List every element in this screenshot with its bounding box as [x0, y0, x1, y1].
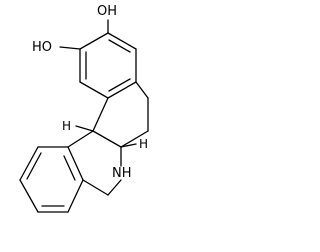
oh-top-label: OH	[97, 4, 117, 19]
bond-nh-ring	[107, 179, 122, 196]
bond-h-lower	[120, 143, 137, 148]
h-stereo-upper-label: H	[62, 119, 71, 133]
nh-label: NH	[112, 166, 132, 181]
bond-ring-a-4	[79, 81, 109, 99]
molecule-canvas: OH HO H H	[19, 4, 149, 213]
bond-ring-c-4	[19, 179, 39, 213]
bond-ring-a-1	[107, 32, 137, 50]
structure-diagram: OH HO H H	[19, 4, 149, 213]
bond-ring-a-6	[79, 32, 109, 50]
bond-h-upper	[75, 125, 94, 132]
benzene-ring	[19, 130, 94, 213]
bond-ring-a-3	[107, 81, 137, 99]
bond-ring-c-6	[67, 179, 84, 213]
bond-ho-left	[59, 46, 81, 50]
bond-ring-c-1	[67, 130, 94, 148]
bond-middle-5	[92, 97, 109, 132]
bond-ring-a-double-2	[108, 78, 131, 92]
h-stereo-lower-label: H	[139, 137, 148, 151]
ho-left-label: HO	[32, 40, 52, 55]
bond-ring-c-double-1	[26, 152, 42, 180]
bond-ring-c-double-3	[63, 155, 76, 181]
bond-middle-4	[92, 130, 122, 148]
bond-ch2-n	[82, 179, 109, 196]
bond-ring-c-3	[19, 146, 39, 181]
catechol-ring	[79, 32, 137, 99]
bond-ring-a-double-1	[108, 39, 131, 53]
bond-middle-1	[135, 81, 149, 99]
bond-middle-3	[120, 130, 149, 148]
bond-ring-c-7	[67, 146, 84, 181]
middle-ring	[92, 81, 149, 148]
